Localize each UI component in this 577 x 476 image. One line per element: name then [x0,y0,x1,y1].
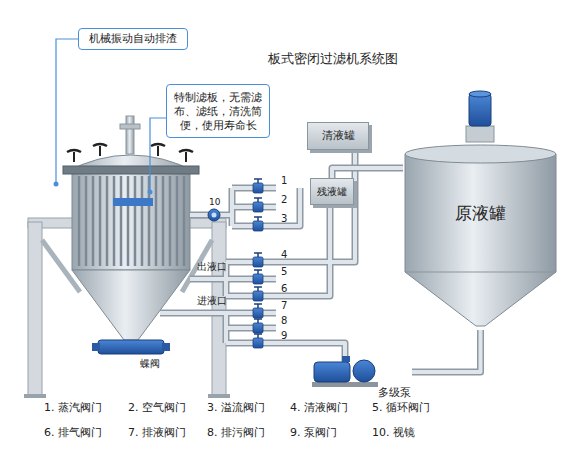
callout-number: 7 [281,300,287,311]
pipe-connector [332,168,403,178]
sight-glass [208,209,220,221]
pipe-outline [412,330,481,372]
key-entry: 9. 泵阀门 [290,427,337,439]
tank-outline [403,140,558,330]
key-entry: 5. 循环阀门 [372,402,430,414]
callout-number: 3 [281,213,287,224]
part-label: 进液口 [197,296,227,306]
filter-machine [63,116,199,354]
key-entry: 10. 视镜 [372,427,415,439]
key-entry: 8. 排污阀门 [207,427,265,439]
key-entry: 4. 清液阀门 [290,402,348,414]
part-label: 蝶阀 [140,358,160,369]
pipe-connector [412,330,481,372]
key-entry: 3. 溢流阀门 [207,402,265,414]
callout-number: 5 [281,266,287,277]
callout-number: 2 [281,194,287,205]
valve-symbol [253,179,263,348]
node-label: 原液罐 [403,202,558,225]
callout-number: 10 [209,198,220,208]
butterfly-valve [98,340,164,354]
callout-number: 9 [281,330,287,341]
pump-symbol: 多级泵 [312,356,412,402]
pipe [160,150,355,362]
diagram-title: 板式密闭过滤机系统图 [268,50,398,68]
node-label: 残液罐 [317,185,347,199]
part-label: 出液口 [197,262,227,272]
node-label: 清液罐 [322,129,355,144]
callout-number: 8 [281,315,287,326]
callout-box: 特制滤板，无需滤布、滤纸，清洗简便，使用寿命长 [166,84,270,138]
tank-box: 清液罐 [307,122,369,150]
raw-liquid-tank: 原液罐 [403,140,558,330]
key-entry: 7. 排液阀门 [128,427,186,439]
callout-box: 机械振动自动排渣 [78,28,188,50]
node-label: 多级泵 [378,386,411,401]
callout-number: 4 [281,249,287,260]
key-entry: 2. 空气阀门 [128,402,186,414]
callout-text: 机械振动自动排渣 [84,32,182,47]
key-entry: 1. 蒸汽阀门 [44,402,102,414]
agitator-motor [466,91,494,142]
leader-line [56,39,168,190]
key-entry: 6. 排气阀门 [44,427,102,439]
pipe-outline [332,168,403,178]
callout-number: 6 [281,283,287,294]
callout-number: 1 [281,175,287,186]
callout-text: 特制滤板，无需滤布、滤纸，清洗简便，使用寿命长 [172,90,264,133]
tank-box: 残液罐 [310,178,354,205]
